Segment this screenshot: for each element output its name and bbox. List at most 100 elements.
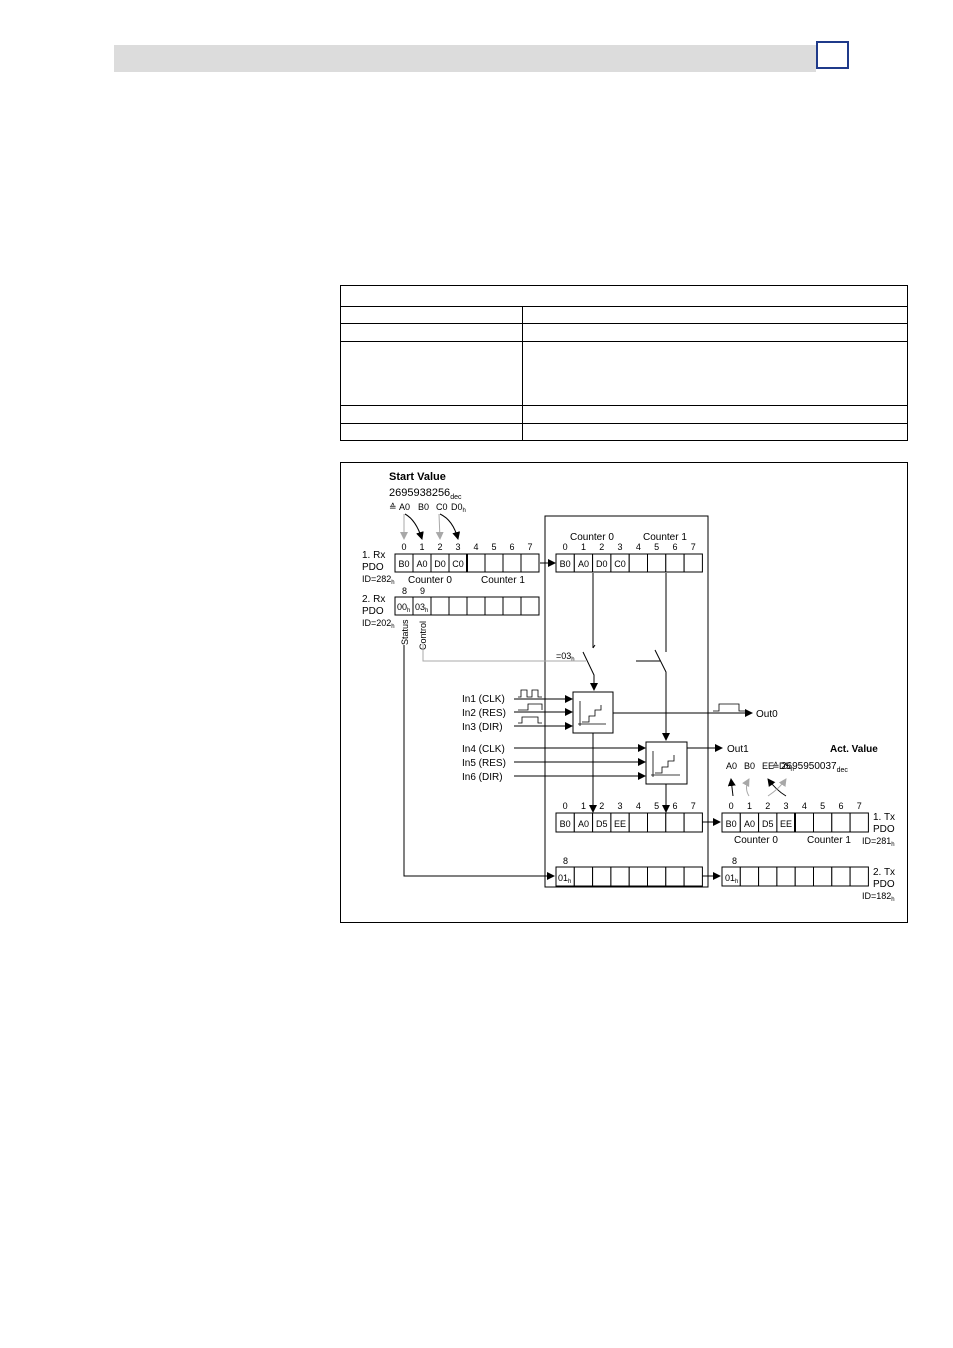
internal-tx2-cell [665,866,685,887]
rx2-index-8: 8 [402,586,407,596]
rx2-cell [448,596,468,616]
rx1-id: ID=282h [362,574,395,586]
tx2-id: ID=182h [862,891,895,903]
counter0-staircase-icon [578,701,606,726]
internal-tx2-cell [683,866,703,887]
rx2-id: ID=202h [362,618,395,630]
tx2-cell [739,866,760,887]
internal-tx2-index: 8 [563,856,568,866]
internal-tx2-cell [573,866,594,887]
tx1-index: 5 [820,801,825,811]
rx2-cell [520,596,540,616]
rx2-label-2: PDO [362,606,384,617]
rx2-label-1: 2. Rx [362,594,385,605]
internal-cell [628,553,649,573]
rx1-index: 6 [509,542,514,552]
rx1-cell [502,553,522,573]
tx2-cell [813,866,833,887]
status-wire [403,645,555,880]
rx2-index-9: 9 [420,586,425,596]
info-table [340,285,908,441]
internal-tx2-cell-value: 01h [558,873,571,885]
act-byte-3: D5h [779,761,794,773]
control-label: Control [418,621,428,650]
input-in3: In3 (DIR) [462,722,503,733]
start-value-equals: ≙ [389,502,397,512]
rx1-label-2: PDO [362,562,384,573]
internal-tx-index: 5 [654,801,659,811]
act-value-title: Act. Value [830,744,878,755]
start-arrow-gray-2 [435,513,444,540]
tx1-index: 7 [857,801,862,811]
rx1-index: 5 [491,542,496,552]
out1-label: Out1 [727,744,749,755]
tx1-label-2: PDO [873,824,895,835]
tx1-index: 1 [747,801,752,811]
act-byte-2: EE [762,761,774,771]
rx1-cell [484,553,504,573]
input-in4: In4 (CLK) [462,744,505,755]
dir-pulse-icon-1 [518,716,542,724]
internal-cell-text: A0 [578,559,589,569]
internal-tx-index: 2 [599,801,604,811]
tx1-cell-text: EE [780,819,792,829]
internal-tx-index: 1 [581,801,586,811]
internal-tx-cell-text: B0 [560,819,571,829]
start-byte-3: D0h [451,502,466,514]
rx1-counter0-label: Counter 0 [408,575,452,586]
rx2-byte-row [394,596,540,616]
tx2-cell [776,866,796,887]
tx2-cell [849,866,869,887]
tx1-index: 0 [729,801,734,811]
internal-tx-index: 0 [563,801,568,811]
internal-tx-cell-text: A0 [578,819,589,829]
info-table-value [522,341,908,406]
act-arrow-black-0 [727,778,736,797]
control-wire [422,643,586,662]
tx1-index: 6 [838,801,843,811]
internal-tx-cell [628,812,649,833]
start-byte-2: C0 [436,502,448,512]
rx1-counter1-label: Counter 1 [481,575,525,586]
internal-tx2-cell [647,866,667,887]
tx1-id: ID=281h [862,836,895,848]
tx2-cell-value: 01h [725,873,738,885]
page-header-bar [114,45,816,72]
act-value-number: 2695950037dec [781,761,848,774]
tx1-counter1-label: Counter 1 [807,835,851,846]
counter0-block [572,691,614,734]
input-in6: In6 (DIR) [462,772,503,783]
tx1-cell [813,812,833,833]
rx2-cell [466,596,486,616]
rx1-cell [466,553,486,573]
rx1-index: 1 [419,542,424,552]
rx1-index: 3 [455,542,460,552]
tx2-cell [794,866,815,887]
start-arrow-black-1 [404,513,424,540]
diagram-frame [340,462,908,923]
input-in5: In5 (RES) [462,758,506,769]
status-label: Status [400,619,410,645]
internal-tx-index: 7 [691,801,696,811]
internal-cell-text: B0 [560,559,571,569]
internal-tx-index: 6 [672,801,677,811]
internal-tx2-byte-row [555,866,703,887]
internal-tx-cell [647,812,667,833]
input-in1: In1 (CLK) [462,694,505,705]
internal-tx-cell [683,812,703,833]
rx2-cell-status-value: 00h [397,602,410,614]
start-value-title: Start Value [389,471,446,483]
internal-cell [683,553,703,573]
out0-pulse-icon [713,703,745,712]
internal-tx-cell-text: EE [614,819,626,829]
tx1-index: 4 [802,801,807,811]
internal-index: 3 [618,542,623,552]
rx2-cell-control-value: 03h [415,602,428,614]
internal-tx2-cell [610,866,630,887]
rx1-cell-text: B0 [398,559,409,569]
counter0-feed-line [592,573,596,649]
tx1-cell-text: D5 [762,819,774,829]
tx1-index: 3 [784,801,789,811]
